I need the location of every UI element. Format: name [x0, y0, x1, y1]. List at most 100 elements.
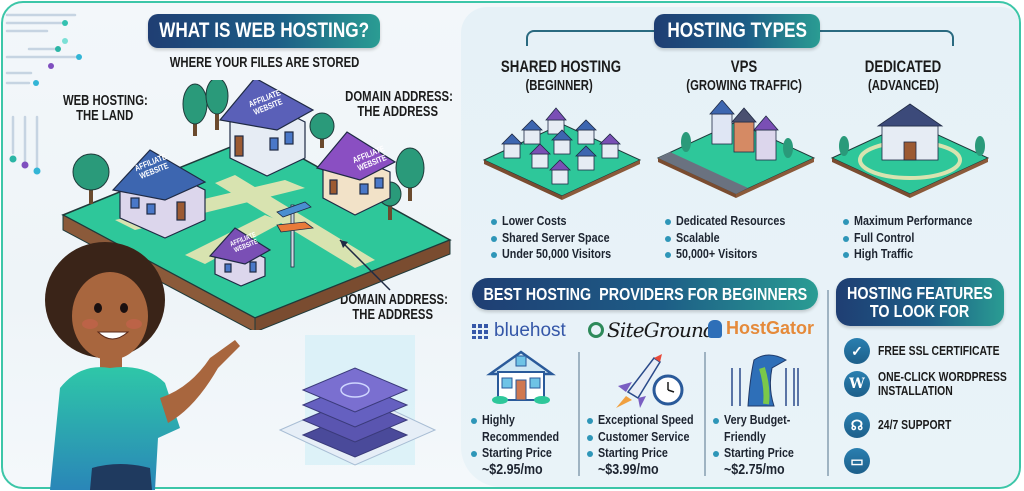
woman-pointing-illustration	[45, 242, 240, 490]
providers-title: BEST HOSTING PROVIDERS FOR BEGINNERS	[472, 278, 818, 310]
section-divider	[827, 290, 829, 476]
callout-domain-bottom: DOMAIN ADDRESS: THE ADDRESS	[325, 292, 461, 324]
bullet-item: Scalable	[664, 230, 803, 247]
callout-line: WEB HOSTING:	[62, 93, 148, 109]
feature-text: ONE-CLICK WORDPRESS	[878, 369, 1007, 384]
bullet-text: Under 50,000 Visitors	[502, 247, 612, 261]
vps-neighborhood-icon	[656, 100, 816, 198]
hosting-type-vps: VPS (GROWING TRAFFIC)	[664, 58, 824, 94]
type-level: (BEGINNER)	[525, 77, 593, 94]
bullet-item: 50,000+ Visitors	[664, 246, 803, 263]
bullet-text: Dedicated Resources	[676, 214, 786, 228]
bullet-item: Customer Service	[586, 429, 709, 446]
type-level: (ADVANCED)	[867, 77, 939, 94]
provider-divider	[578, 352, 580, 476]
headset-icon: ☊	[844, 412, 870, 438]
bullet-text: Scalable	[676, 230, 720, 245]
price-text: ~$2.75/mo	[724, 461, 785, 478]
dedicated-bullets: Maximum Performance Full Control High Tr…	[842, 213, 992, 263]
hostgator-wordmark: HostGator	[726, 318, 815, 338]
bullet-item: Under 50,000 Visitors	[490, 246, 629, 263]
siteground-bullets: Exceptional Speed Customer Service Start…	[586, 412, 709, 478]
bullet-item: Exceptional Speed	[586, 412, 709, 429]
house-icon	[111, 149, 207, 239]
title-text: WHAT IS WEB HOSTING?	[158, 18, 370, 42]
bluehost-wordmark: bluehost	[494, 320, 566, 341]
bullet-text: Maximum Performance	[854, 214, 973, 228]
bullet-text: Lower Costs	[502, 214, 567, 228]
bullet-item: Starting Price~$3.99/mo	[586, 445, 709, 478]
bullet-item: Full Control	[842, 230, 992, 247]
provider-divider	[704, 352, 706, 476]
bullet-text: Very Budget-	[724, 413, 791, 427]
bullet-text: High Traffic	[854, 247, 914, 261]
feature-wallet: ▭	[844, 448, 878, 474]
siteground-swirl-icon	[588, 322, 604, 338]
bullet-item: High Traffic	[842, 246, 992, 263]
bluehost-logo: bluehost	[472, 320, 566, 342]
features-title: HOSTING FEATURES TO LOOK FOR	[836, 278, 1004, 326]
feature-text: 24/7 SUPPORT	[878, 417, 952, 432]
callout-domain-top: DOMAIN ADDRESS: THE ADDRESS	[330, 89, 466, 121]
type-name: DEDICATED	[864, 57, 942, 76]
bullet-text: Friendly	[724, 429, 766, 444]
features-title-line: HOSTING FEATURES	[847, 282, 993, 303]
feature-support: ☊ 24/7 SUPPORT	[844, 412, 970, 438]
bullet-text: Customer Service	[598, 429, 690, 444]
features-title-line: TO LOOK FOR	[870, 301, 970, 321]
bullet-item: Shared Server Space	[490, 230, 629, 247]
bullet-text: Starting Price	[598, 446, 668, 460]
hosting-types-panel	[461, 7, 1019, 487]
type-name: VPS	[730, 57, 758, 76]
feature-ssl: ✓ FREE SSL CERTIFICATE	[844, 338, 1024, 364]
siteground-logo: SiteGround	[588, 318, 716, 342]
bullet-text: Exceptional Speed	[598, 413, 694, 427]
bullet-text: 50,000+ Visitors	[676, 247, 758, 261]
bullet-text: Starting Price	[482, 446, 552, 460]
vps-bullets: Dedicated Resources Scalable 50,000+ Vis…	[664, 213, 803, 263]
callout-line: DOMAIN ADDRESS:	[345, 89, 453, 105]
callout-line: DOMAIN ADDRESS:	[340, 292, 448, 308]
feature-text: FREE SSL CERTIFICATE	[878, 343, 1000, 358]
hostgator-mascot-icon	[708, 319, 722, 338]
siteground-wordmark: SiteGround	[607, 318, 716, 342]
callout-line: THE LAND	[76, 108, 134, 125]
bullet-item: Starting Price~$2.95/mo	[470, 445, 572, 478]
price-text: ~$3.99/mo	[598, 461, 659, 478]
callout-line: THE ADDRESS	[352, 307, 434, 324]
bullet-text: Full Control	[854, 230, 915, 245]
bluehost-grid-icon	[472, 324, 488, 339]
hosting-type-shared: SHARED HOSTING (BEGINNER)	[484, 58, 634, 94]
wallet-icon: ▭	[844, 448, 870, 474]
bullet-item: Dedicated Resources	[664, 213, 803, 230]
type-level: (GROWING TRAFFIC)	[686, 77, 802, 94]
callout-line: THE ADDRESS	[357, 104, 439, 121]
gator-mascot-icon	[731, 354, 799, 407]
bullet-text: Highly	[482, 413, 515, 427]
price-text: ~$2.95/mo	[482, 461, 543, 478]
feature-text: INSTALLATION	[878, 383, 953, 398]
bullet-item: Maximum Performance	[842, 213, 992, 230]
shared-hosting-bullets: Lower Costs Shared Server Space Under 50…	[490, 213, 629, 263]
arrow-icon	[339, 239, 391, 291]
subtitle: WHERE YOUR FILES ARE STORED	[140, 55, 390, 71]
house-icon	[208, 227, 272, 287]
wordpress-icon: W	[844, 371, 870, 397]
providers-title-text: BEST HOSTING PROVIDERS FOR BEGINNERS	[483, 283, 807, 304]
hosting-type-dedicated: DEDICATED (ADVANCED)	[838, 58, 968, 94]
bullet-text: Starting Price	[724, 446, 794, 460]
hosting-types-title-text: HOSTING TYPES	[667, 18, 807, 42]
hosting-types-title: HOSTING TYPES	[654, 14, 820, 48]
shared-hosting-neighborhood-icon	[482, 107, 642, 200]
house-icon	[218, 80, 315, 177]
bullet-item: Very Budget- Friendly	[712, 412, 805, 445]
subtitle-text: WHERE YOUR FILES ARE STORED	[170, 55, 360, 71]
signpost-icon	[276, 201, 315, 268]
dedicated-mansion-icon	[830, 103, 990, 198]
bullet-item: Lower Costs	[490, 213, 629, 230]
type-name: SHARED HOSTING	[500, 57, 622, 76]
check-icon: ✓	[844, 338, 870, 364]
